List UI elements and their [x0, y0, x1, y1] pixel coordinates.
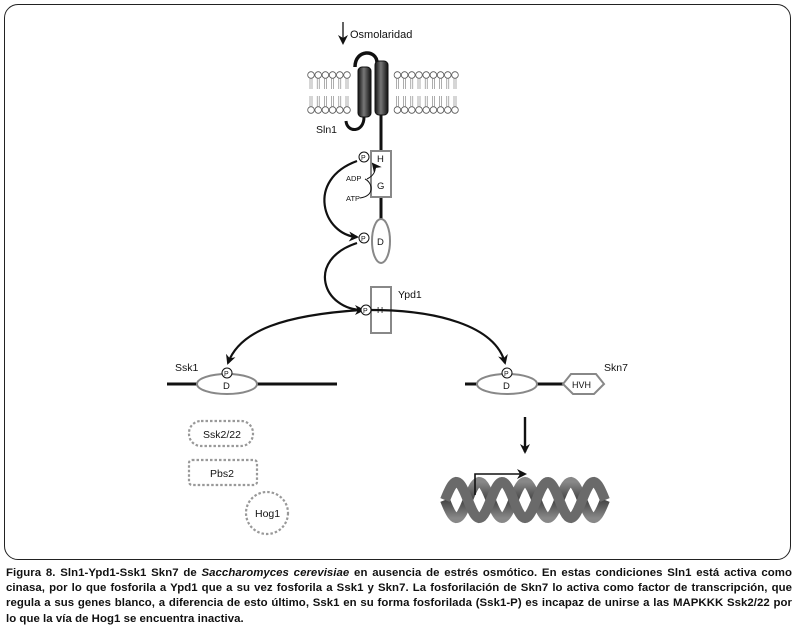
lipid-head: [307, 71, 315, 79]
pathway-diagram: Osmolaridad Sln1 H G P ADP ATP D P H Ypd: [167, 22, 628, 536]
hog1-label: Hog1: [255, 508, 280, 520]
sln1-label: Sln1: [316, 124, 337, 136]
lipid-head: [444, 106, 452, 114]
g-domain-label: G: [377, 181, 384, 192]
ssk2-box: [187, 419, 255, 448]
figure-caption: Figura 8. Sln1-Ypd1-Ssk1 Skn7 de Sacchar…: [6, 566, 792, 627]
dna-strand-2: [440, 476, 610, 524]
phospho-label: P: [361, 236, 366, 243]
h-to-d-transfer-arrow: [323, 159, 359, 242]
sln1-receiver-domain: [371, 218, 391, 264]
phospho-his-sln1: [358, 151, 370, 163]
sln1-receptor: Sln1 H G P ADP ATP D P: [316, 51, 392, 264]
phospho-label: P: [363, 308, 368, 315]
sln1-transmembrane-helix-2: [374, 60, 389, 116]
lipid-head: [415, 71, 423, 79]
lipid-head: [328, 71, 337, 79]
lipid-head: [451, 106, 459, 114]
ssk2-label: Ssk2/22: [203, 429, 241, 441]
figure-frame: Osmolaridad Sln1 H G P ADP ATP D P H Ypd: [4, 4, 791, 560]
pbs2-label: Pbs2: [210, 468, 234, 480]
ypd1-to-ssk1-arrow: [226, 308, 362, 365]
lipid-head: [444, 71, 452, 79]
stimulus-label: Osmolaridad: [350, 29, 412, 41]
lipid-head: [422, 71, 430, 79]
phospho-asp-sln1: [358, 232, 370, 244]
lipid-head: [408, 106, 416, 114]
caption-part-1: Figura 8. Sln1-Ypd1-Ssk1 Skn7 de: [6, 567, 202, 579]
d-to-ypd1-transfer-arrow: [323, 241, 365, 315]
lipid-head: [343, 106, 351, 114]
lipid-head: [451, 71, 459, 79]
phospho-skn7: [501, 367, 513, 379]
lipid-head: [422, 106, 430, 114]
hvh-label: HVH: [572, 380, 591, 390]
ssk1-label: Ssk1: [175, 362, 199, 374]
ssk1-protein: D P Ssk1: [167, 362, 337, 395]
sln1-extracellular-loop: [353, 51, 379, 68]
caption-part-2: en ausencia de estrés osmótico. En estas…: [6, 567, 792, 625]
skn7-label: Skn7: [604, 362, 628, 374]
phospho-label: P: [224, 371, 229, 378]
dna-strand-1: [440, 476, 610, 524]
skn7-d-label: D: [503, 381, 510, 392]
sln1-d-label: D: [377, 237, 384, 248]
lipid-head: [343, 71, 351, 79]
phospho-label: P: [361, 155, 366, 162]
lipid-head: [328, 106, 337, 114]
lipid-head: [436, 106, 445, 114]
dna-helix: [440, 469, 610, 524]
ypd1-label: Ypd1: [398, 289, 422, 301]
lipid-head: [429, 71, 438, 79]
hog1-pathway-inactive: Ssk2/22 Pbs2 Hog1: [187, 419, 290, 536]
osmolarity-stimulus: Osmolaridad: [338, 22, 412, 45]
cell-membrane: [307, 71, 459, 114]
lipid-head: [408, 71, 416, 79]
lipid-head: [336, 71, 344, 79]
skn7-protein: D P HVH Skn7: [465, 362, 628, 395]
ssk1-d-label: D: [223, 381, 230, 392]
lipid-head: [321, 106, 330, 114]
phospho-ssk1: [221, 367, 233, 379]
pbs2-box: [187, 458, 259, 487]
caption-species: Saccharomyces cerevisiae: [201, 567, 350, 579]
lipid-head: [415, 106, 423, 114]
lipid-head: [307, 106, 315, 114]
lipid-head: [400, 71, 409, 79]
phospho-label: P: [504, 371, 509, 378]
h-domain-label: H: [377, 154, 384, 165]
sln1-transmembrane-helix-1: [357, 66, 372, 118]
lipid-head: [393, 106, 402, 114]
hog1-circle: [244, 490, 290, 536]
lipid-head: [314, 106, 322, 114]
lipid-head: [436, 71, 445, 79]
hvh-domain: [561, 373, 606, 395]
ypd1-to-skn7-arrow: [370, 308, 508, 365]
g-to-h-arrow: [366, 162, 382, 180]
adp-label: ADP: [346, 174, 361, 183]
lipid-head: [393, 71, 402, 79]
lipid-head: [400, 106, 409, 114]
transcription-start-arrow: [474, 469, 527, 495]
sln1-n-terminus: [344, 116, 366, 131]
lipid-head: [314, 71, 322, 79]
lipid-head: [321, 71, 330, 79]
atp-label: ATP: [346, 194, 360, 203]
atp-to-adp-arrow: [359, 178, 372, 199]
lipid-head: [336, 106, 344, 114]
lipid-head: [429, 106, 438, 114]
